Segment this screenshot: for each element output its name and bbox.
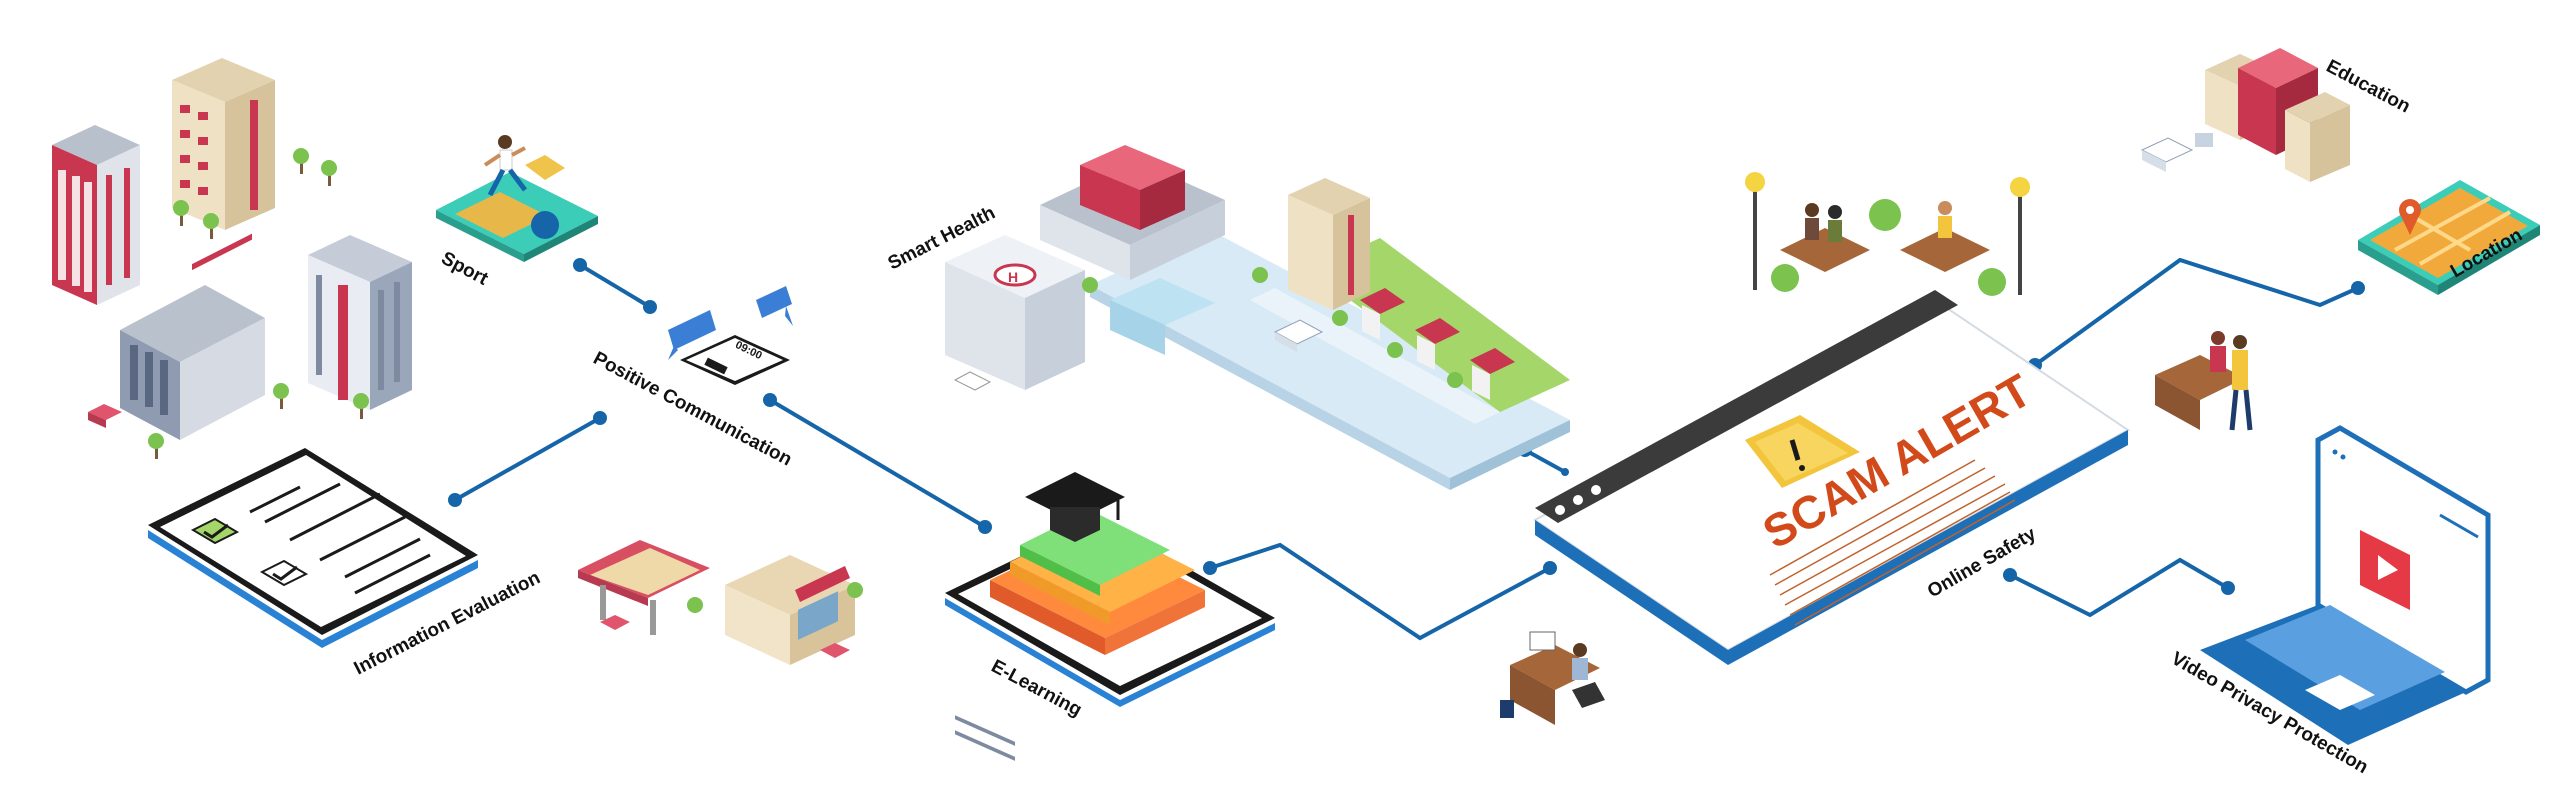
- white-apartment-tower: [308, 235, 412, 410]
- smart-health-city: H: [945, 145, 1570, 761]
- connector-health-online: [1524, 448, 1566, 474]
- supermarket-building: [687, 555, 863, 665]
- red-apartment-tower: [52, 125, 140, 305]
- communication-phone: 09:00: [680, 335, 790, 385]
- connector-online-video: [2009, 557, 2230, 618]
- label-sport: Sport: [438, 248, 492, 290]
- e-learning-tablet: [945, 472, 1275, 707]
- connector-lines: [454, 257, 2359, 641]
- medical-complex: [1040, 145, 1225, 355]
- check-icon: [259, 559, 309, 587]
- cream-apartment-tower: [172, 58, 275, 230]
- checklist-board: [148, 448, 478, 648]
- school-bus: [2140, 137, 2194, 172]
- reception-desk: [2155, 331, 2253, 431]
- row-houses: [1360, 288, 1515, 400]
- connector-communication-elearning: [768, 398, 987, 529]
- gas-station: [578, 540, 710, 635]
- play-video-icon: [2360, 530, 2410, 610]
- city-buildings: [52, 58, 412, 459]
- office-worker-desk: [1500, 631, 1605, 725]
- red-car-left: [88, 404, 122, 428]
- runner-figure: [483, 135, 527, 197]
- trees: [148, 148, 369, 459]
- bus: [1273, 319, 1324, 352]
- map-pin-icon: [2399, 199, 2421, 235]
- graduation-cap-icon: [1025, 472, 1125, 542]
- sport-illustration: [436, 135, 598, 262]
- check-icon: [190, 517, 240, 545]
- cream-health-tower: [1288, 178, 1370, 310]
- chat-bubble-icons: [668, 286, 793, 360]
- connector-elearning-online: [1209, 542, 1551, 641]
- grey-apartment-block: [120, 233, 265, 440]
- alert-body-text-lines: [1769, 459, 2016, 626]
- laptop-video: [2200, 425, 2491, 745]
- book-stack: [990, 510, 1205, 655]
- warning-triangle-icon: [1745, 415, 1860, 488]
- location-map: [2358, 180, 2540, 295]
- svg-text:H: H: [1008, 269, 1018, 285]
- education-school: [2140, 48, 2350, 182]
- ambulance: [953, 371, 992, 391]
- park-scene: [1745, 172, 2030, 296]
- connector-info-evaluation: [454, 416, 601, 502]
- hospital-building: H: [945, 235, 1085, 761]
- scam-alert-screen: SCAM ALERT: [1533, 290, 2130, 665]
- connector-sport-communication: [578, 263, 652, 309]
- connector-dots: [448, 258, 2365, 595]
- seated-people: [1805, 201, 1952, 242]
- connector-online-location: [2033, 257, 2359, 367]
